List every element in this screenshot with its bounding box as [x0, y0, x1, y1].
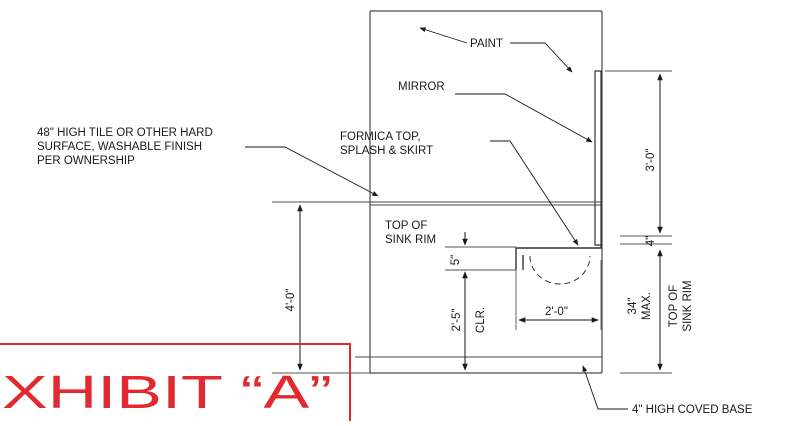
mirror: [594, 70, 602, 246]
exhibit-stamp: XHIBIT “A”: [0, 343, 351, 426]
tile-label-line3: PER OWNERSHIP: [37, 155, 135, 167]
sink-width-dim-text: 2'-0": [545, 306, 568, 318]
exhibit-stamp-text: XHIBIT “A”: [2, 366, 332, 418]
rim-top-label-line1: TOP OF: [668, 285, 680, 327]
sink-rim-label-line2: SINK RIM: [385, 234, 436, 246]
mirror-height-dim-text: 3'-0": [645, 149, 657, 172]
rim-max-value-text: 34": [627, 298, 639, 315]
sink-depth-dim-text: 5": [450, 255, 462, 265]
paint-label: PAINT: [470, 38, 503, 50]
tile-top-line: [300, 201, 602, 206]
clearance-value-text: 2'-5": [451, 309, 463, 332]
tile-label-line2: SURFACE, WASHABLE FINISH: [37, 141, 202, 153]
sink-bowl-hidden-line: [529, 255, 591, 285]
coved-base-label: 4" HIGH COVED BASE: [632, 404, 753, 416]
tile-height-dim-text: 4'-0": [285, 289, 297, 312]
sink-counter: [515, 244, 602, 270]
clearance-label-text: CLR.: [475, 307, 487, 333]
formica-label-line1: FORMICA TOP,: [340, 131, 421, 143]
extension-lines: [272, 70, 672, 374]
sink-rim-label-line1: TOP OF: [385, 220, 427, 232]
wall-outline: [369, 10, 603, 374]
formica-label-line2: SPLASH & SKIRT: [340, 145, 433, 157]
rim-top-label-line2: SINK RIM: [682, 280, 694, 331]
leader-lines: [245, 27, 628, 410]
rim-max-label-text: MAX.: [641, 292, 653, 320]
exhibit-stamp-border: [0, 343, 351, 426]
tile-label-line1: 48" HIGH TILE OR OTHER HARD: [37, 127, 213, 139]
mirror-label: MIRROR: [398, 81, 445, 93]
dimension-lines: [297, 73, 663, 371]
splash-dim-text: 4": [645, 236, 657, 246]
